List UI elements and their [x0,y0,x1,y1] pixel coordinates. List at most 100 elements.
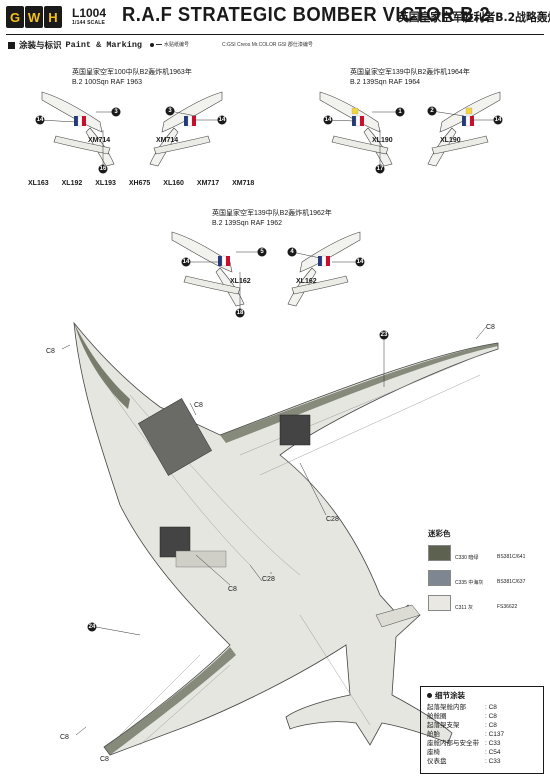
paint-callout: C28 [326,516,339,523]
detail-row: 座椅: C54 [427,748,537,757]
model-number: L1004 [72,6,107,20]
scheme-caption-en: B.2 139Sqn RAF 1964 [350,79,421,86]
detail-value: : C33 [485,758,501,765]
decal-dot-icon [150,42,154,47]
decal-marker [257,247,267,257]
color-swatch [428,570,451,586]
decal-marker [98,164,108,174]
scheme-caption: 英国皇家空军139中队B2轰炸机1964年 B.2 139Sqn RAF 196… [350,68,470,88]
paint-callout: C8 [100,756,109,763]
legend-decal-text: 水贴纸编号 [164,42,190,48]
scheme-caption-cn: 英国皇家空军139中队B2轰炸机1964年 [350,69,470,76]
scheme1-view-left: XM714 3 14 16 [35,91,121,174]
paint-callout: C8 [60,734,69,741]
scheme-caption: 英国皇家空军100中队B2轰炸机1963年 B.2 100Sqn RAF 196… [72,68,192,88]
page-title: R.A.F STRATEGIC BOMBER VICTOR B.2 [122,4,491,26]
color-name: C330 暗绿 [455,555,479,561]
gwh-logo: G W H [6,6,62,28]
bullet-icon [427,693,432,698]
color-name: C311 灰 [455,605,473,611]
decal-marker-number: 24 [89,624,96,630]
serial-option: XL163 [28,180,49,187]
decal-marker [493,115,503,125]
gear-bay-right [279,414,311,446]
detail-value: : C33 [485,740,501,747]
decal-marker [379,330,389,340]
decal-marker-number: 14 [219,117,226,123]
serial-label: XM714 [156,137,178,144]
serial-option: XL192 [61,180,83,187]
scheme3-view-left: XL162 5 14 18 [171,231,267,318]
decal-marker [181,257,191,267]
serial-option: XL193 [95,180,116,187]
legend-paint: C:GSI Creos Mr.COLOR GSI 郡仕漆编号 [222,41,313,48]
logo-letter: H [44,6,62,28]
detail-label: 起落架支架 [427,722,460,729]
serial-options: XL163 XL192 XL193 XH675 XL160 XM717 XM71… [28,180,254,187]
serial-label: XL190 [440,137,461,144]
decal-marker [395,107,405,117]
color-swatch-row: C335 中海灰 BS381C/637 [428,570,543,595]
detail-row: 起落架支架: C8 [427,721,537,730]
detail-title: 细节涂装 [427,690,537,701]
decal-marker-number: 5 [260,249,264,255]
decal-marker-number: 16 [100,166,107,172]
scheme2-view-left: XL190 1 14 17 [319,91,405,174]
serial-label: XL162 [230,278,251,285]
decal-marker-number: 2 [430,108,434,114]
color-code: BS381C/637 [497,579,526,585]
paint-callout: C8 [46,348,55,355]
bomb-bay [138,398,212,476]
scheme-caption-en: B.2 100Sqn RAF 1963 [72,79,143,86]
paint-callout: C8 [228,586,237,593]
detail-row: 仪表盘 : C33 [427,757,537,766]
decal-marker-number: 18 [237,310,244,316]
detail-painting-box: 细节涂装 起落架舱内部: C8 舱舱圈: C8 起落架支架: C8 舱胎: C1… [420,686,544,774]
decal-marker [87,622,97,632]
color-swatch-row: C330 暗绿 BS381C/641 [428,545,543,570]
serial-option: XM718 [232,180,255,187]
detail-value: : C8 [485,713,497,720]
serial-label: XM714 [88,137,110,144]
decal-marker [355,257,365,267]
detail-value: : C8 [485,704,497,711]
square-bullet-icon [8,41,15,49]
detail-title-text: 细节涂装 [435,691,465,700]
decal-marker-number: 3 [114,109,118,115]
serial-label: XL162 [296,278,317,285]
color-swatch [428,545,451,561]
arrow-icon [156,44,162,45]
detail-label: 仪表盘 [427,758,447,765]
color-name: C335 中海灰 [455,580,484,586]
detail-row: 舱舱圈 : C8 [427,712,537,721]
camouflage-title: 迷彩色 [428,529,451,538]
decal-marker [287,247,297,257]
serial-option: XL160 [163,180,184,187]
detail-label: 舱舱圈 [427,713,447,720]
logo-letter: W [25,6,43,28]
decal-marker [427,106,437,116]
aircraft-plan-view: 23 24 C8 C8 C8 C28 C28 C8 C8 C8 [46,321,499,763]
section-label-cn: 涂装与标识 [19,41,62,51]
detail-value: : C137 [485,731,505,738]
legend-paint-text: C:GSI Creos Mr.COLOR GSI 郡仕漆编号 [222,42,313,48]
detail-label: 舱胎 [427,731,440,738]
serial-option: XM717 [196,180,220,187]
decal-marker [165,106,175,116]
color-code: BS381C/641 [497,554,526,560]
decal-marker-number: 3 [168,108,172,114]
scheme-caption: 英国皇家空军139中队B2轰炸机1962年 B.2 139Sqn RAF 196… [212,209,332,229]
scale-label: 1/144 SCALE [72,20,106,26]
decal-marker-number: 14 [37,117,44,123]
decal-marker-number: 14 [325,117,332,123]
detail-row: 起落架舱内部: C8 [427,703,537,712]
page-title-cn: 英国皇家空军胜利者B.2战略轰炸机 [398,10,550,24]
section-heading: 涂装与标识 Paint & Marking [8,39,142,51]
detail-row: 舱胎 : C137 [427,730,537,739]
scheme3-view-right: XL162 4 14 [287,231,365,307]
color-swatch [428,595,451,611]
legend-decal: 水贴纸编号 [150,41,189,48]
scheme1-view-right: XM714 3 14 [149,91,227,167]
decal-marker-number: 17 [377,166,384,172]
camouflage-legend: 迷彩色 C330 暗绿 BS381C/641 C335 中海灰 BS381C/6… [428,528,543,620]
